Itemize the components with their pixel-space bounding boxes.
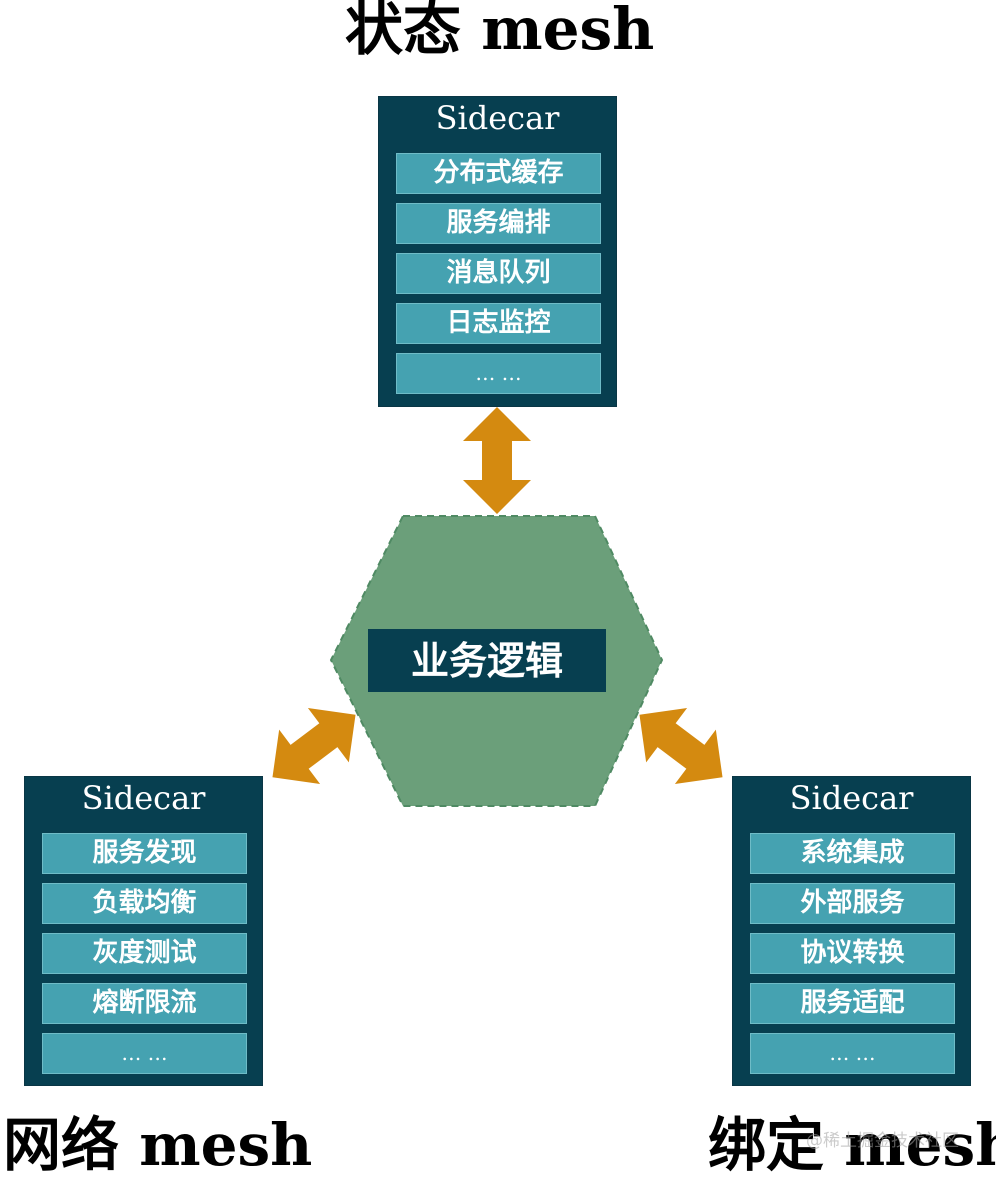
sidecar-title: Sidecar: [81, 779, 206, 817]
network-mesh-title: 网络 mesh: [3, 1111, 313, 1179]
state-mesh-title: 状态 mesh: [345, 0, 655, 63]
capability-system-integration: 系统集成: [750, 833, 955, 874]
capability-canary-testing: 灰度测试: [42, 933, 247, 974]
right-double-arrow: [639, 708, 723, 784]
sidecar-title: Sidecar: [789, 779, 914, 817]
binding-mesh-sidecar: Sidecar 系统集成 外部服务 协议转换 服务适配 … …: [732, 776, 971, 1086]
left-double-arrow: [272, 708, 356, 784]
watermark: @稀土掘金技术社区: [806, 1131, 959, 1151]
capability-service-adaptation: 服务适配: [750, 983, 955, 1024]
capability-distributed-cache: 分布式缓存: [396, 153, 601, 194]
capability-circuit-breaking: 熔断限流: [42, 983, 247, 1024]
business-logic-label: 业务逻辑: [368, 629, 606, 692]
capability-protocol-conversion: 协议转换: [750, 933, 955, 974]
network-mesh-sidecar: Sidecar 服务发现 负载均衡 灰度测试 熔断限流 … …: [24, 776, 263, 1086]
top-double-arrow: [463, 407, 531, 514]
capability-log-monitoring: 日志监控: [396, 303, 601, 344]
capability-load-balancing: 负载均衡: [42, 883, 247, 924]
binding-mesh-title: 绑定 mesh: [708, 1111, 996, 1179]
capability-more: … …: [396, 353, 601, 394]
capability-external-services: 外部服务: [750, 883, 955, 924]
capability-more: … …: [42, 1033, 247, 1074]
capability-service-discovery: 服务发现: [42, 833, 247, 874]
capability-service-orchestration: 服务编排: [396, 203, 601, 244]
capability-message-queue: 消息队列: [396, 253, 601, 294]
capability-more: … …: [750, 1033, 955, 1074]
sidecar-title: Sidecar: [435, 99, 560, 137]
state-mesh-sidecar: Sidecar 分布式缓存 服务编排 消息队列 日志监控 … …: [378, 96, 617, 407]
